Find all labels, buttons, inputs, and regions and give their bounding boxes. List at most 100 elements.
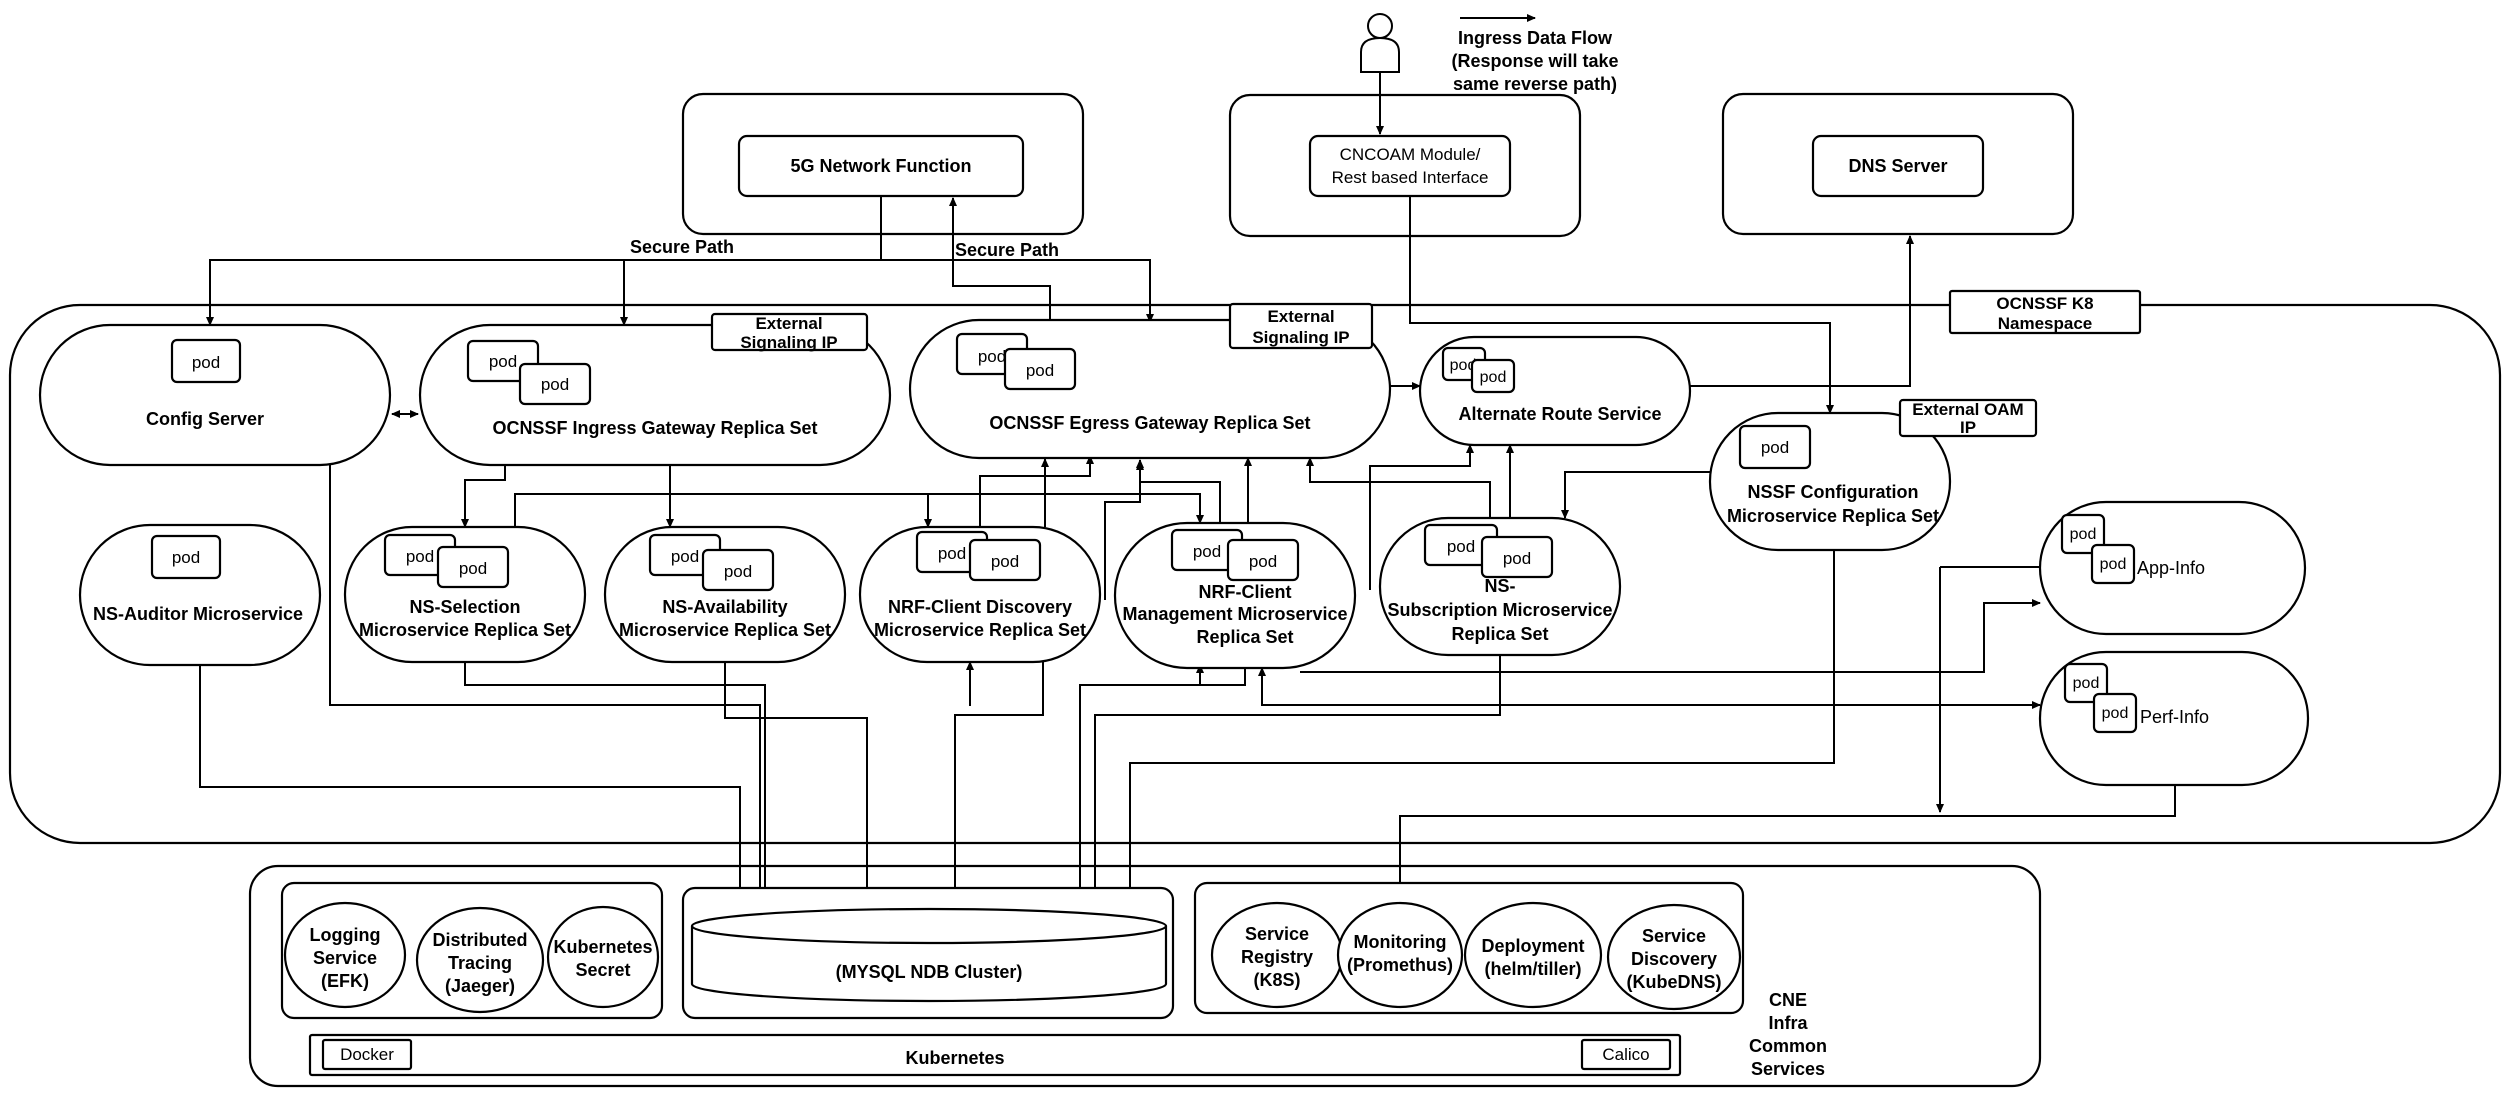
nrf-discovery-label-2: Microservice Replica Set [874,620,1086,640]
docker-label: Docker [340,1045,394,1064]
secure-path-label-1: Secure Path [630,237,734,257]
cne-label-4: Services [1751,1059,1825,1079]
pod-label: pod [724,562,752,581]
external-oam-ip-1: External OAM [1912,400,2023,419]
kubernetes-secret-node[interactable]: Kubernetes Secret [546,905,660,1009]
secret-label-2: Secret [575,960,630,980]
alternate-route-node[interactable]: pod pod Alternate Route Service [1418,335,1692,447]
cne-label-3: Common [1749,1036,1827,1056]
ingress-gateway-node[interactable]: pod pod OCNSSF Ingress Gateway Replica S… [418,323,892,467]
external-signaling-ip-1b: Signaling IP [740,333,837,352]
distributed-tracing-node[interactable]: Distributed Tracing (Jaeger) [415,906,545,1014]
cne-label-1: CNE [1769,990,1807,1010]
mysql-ndb-cluster[interactable]: (MYSQL NDB Cluster) [690,907,1168,1003]
tracing-label-1: Distributed [432,930,527,950]
docker-box [321,1038,413,1071]
egress-gateway-label: OCNSSF Egress Gateway Replica Set [989,413,1310,433]
pod-label: pod [1503,549,1531,568]
nrf-management-label-2: Management Microservice [1122,604,1347,624]
namespace-label-1: OCNSSF K8 [1996,294,2093,313]
legend-flow-title: Ingress Data Flow [1458,28,1613,48]
alternate-route-label: Alternate Route Service [1458,404,1661,424]
pod-label: pod [2070,526,2097,543]
ns-subscription-label-2: Subscription Microservice [1387,600,1612,620]
external-signaling-ip-box-2 [1228,302,1374,350]
ingress-gateway-label: OCNSSF Ingress Gateway Replica Set [492,418,817,438]
external-oam-ip-2: IP [1960,418,1976,437]
perf-info-label: Perf-Info [2140,707,2209,727]
ns-availability-label-2: Microservice Replica Set [619,620,831,640]
cncoam-label-2: Rest based Interface [1332,168,1489,187]
ns-availability-node[interactable]: pod pod NS-Availability Microservice Rep… [603,525,847,664]
kubernetes-label: Kubernetes [905,1048,1004,1068]
secure-path-label-2: Secure Path [955,240,1059,260]
network-function-label: 5G Network Function [790,156,971,176]
ns-subscription-label-1: NS- [1485,576,1516,596]
external-oam-ip-box [1898,398,2038,438]
pod-label: pod [192,353,220,372]
pod-label: pod [541,375,569,394]
nrf-management-label-1: NRF-Client [1199,582,1292,602]
tracing-label-3: (Jaeger) [445,976,515,996]
pod-label: pod [1447,537,1475,556]
app-info-node[interactable]: pod pod App-Info [2038,500,2307,636]
ns-auditor-label: NS-Auditor Microservice [93,604,303,624]
deployment-label-2: (helm/tiller) [1484,959,1581,979]
legend-flow-note-2: same reverse path) [1453,74,1617,94]
app-info-label: App-Info [2137,558,2205,578]
pod-label: pod [1026,361,1054,380]
ns-auditor-node[interactable]: pod NS-Auditor Microservice [78,523,322,667]
ns-availability-label-1: NS-Availability [662,597,787,617]
registry-label-3: (K8S) [1253,970,1300,990]
pod-label: pod [2073,675,2100,692]
monitoring-label-2: (Promethus) [1347,955,1453,975]
egress-gateway-node[interactable]: pod pod OCNSSF Egress Gateway Replica Se… [908,318,1392,460]
config-server-node[interactable]: pod Config Server [38,323,392,467]
pod-label: pod [1480,369,1507,386]
tracing-label-2: Tracing [448,953,512,973]
nssf-config-node[interactable]: pod NSSF Configuration Microservice Repl… [1708,411,1952,552]
deployment-node[interactable]: Deployment (helm/tiller) [1463,901,1603,1009]
db-label: (MYSQL NDB Cluster) [836,962,1023,982]
discovery-label-1: Service [1642,926,1706,946]
config-server-label: Config Server [146,409,264,429]
ns-selection-node[interactable]: pod pod NS-Selection Microservice Replic… [343,525,587,664]
nssf-config-label-2: Microservice Replica Set [1727,506,1939,526]
discovery-label-2: Discovery [1631,949,1717,969]
nrf-discovery-node[interactable]: pod pod NRF-Client Discovery Microservic… [858,525,1102,664]
external-signaling-ip-2a: External [1267,307,1334,326]
dns-box [1811,134,1985,198]
logging-service-node[interactable]: Logging Service (EFK) [283,901,407,1009]
cne-label-2: Infra [1768,1013,1808,1033]
calico-box [1580,1038,1672,1071]
service-registry-node[interactable]: Service Registry (K8S) [1210,901,1344,1009]
dns-label: DNS Server [1848,156,1947,176]
pod-label: pod [459,559,487,578]
legend-flow-note-1: (Response will take [1451,51,1618,71]
discovery-label-3: (KubeDNS) [1627,972,1722,992]
namespace-label-box [1948,289,2142,335]
nrf-discovery-label-1: NRF-Client Discovery [888,597,1072,617]
nrf-management-label-3: Replica Set [1196,627,1293,647]
pod-label: pod [2102,705,2129,722]
service-discovery-node[interactable]: Service Discovery (KubeDNS) [1606,903,1742,1011]
ns-selection-label-2: Microservice Replica Set [359,620,571,640]
kubernetes-bar [308,1033,1682,1077]
monitoring-node[interactable]: Monitoring (Promethus) [1336,901,1464,1009]
connectors [199,72,2176,916]
external-signaling-ip-box-1 [710,312,869,352]
ns-subscription-label-3: Replica Set [1451,624,1548,644]
ns-selection-label-1: NS-Selection [409,597,520,617]
nrf-management-node[interactable]: pod pod NRF-Client Management Microservi… [1113,521,1357,670]
pod-label: pod [1761,438,1789,457]
namespace-label-2: Namespace [1998,314,2093,333]
pod-label: pod [978,347,1006,366]
pod-label: pod [1450,357,1477,374]
pod-label: pod [2100,556,2127,573]
ns-subscription-node[interactable]: pod pod NS- Subscription Microservice Re… [1378,516,1622,657]
perf-info-node[interactable]: pod pod Perf-Info [2038,650,2310,787]
logging-label-2: Service [313,948,377,968]
registry-label-1: Service [1245,924,1309,944]
nssf-config-label-1: NSSF Configuration [1748,482,1919,502]
pod-label: pod [406,547,434,566]
